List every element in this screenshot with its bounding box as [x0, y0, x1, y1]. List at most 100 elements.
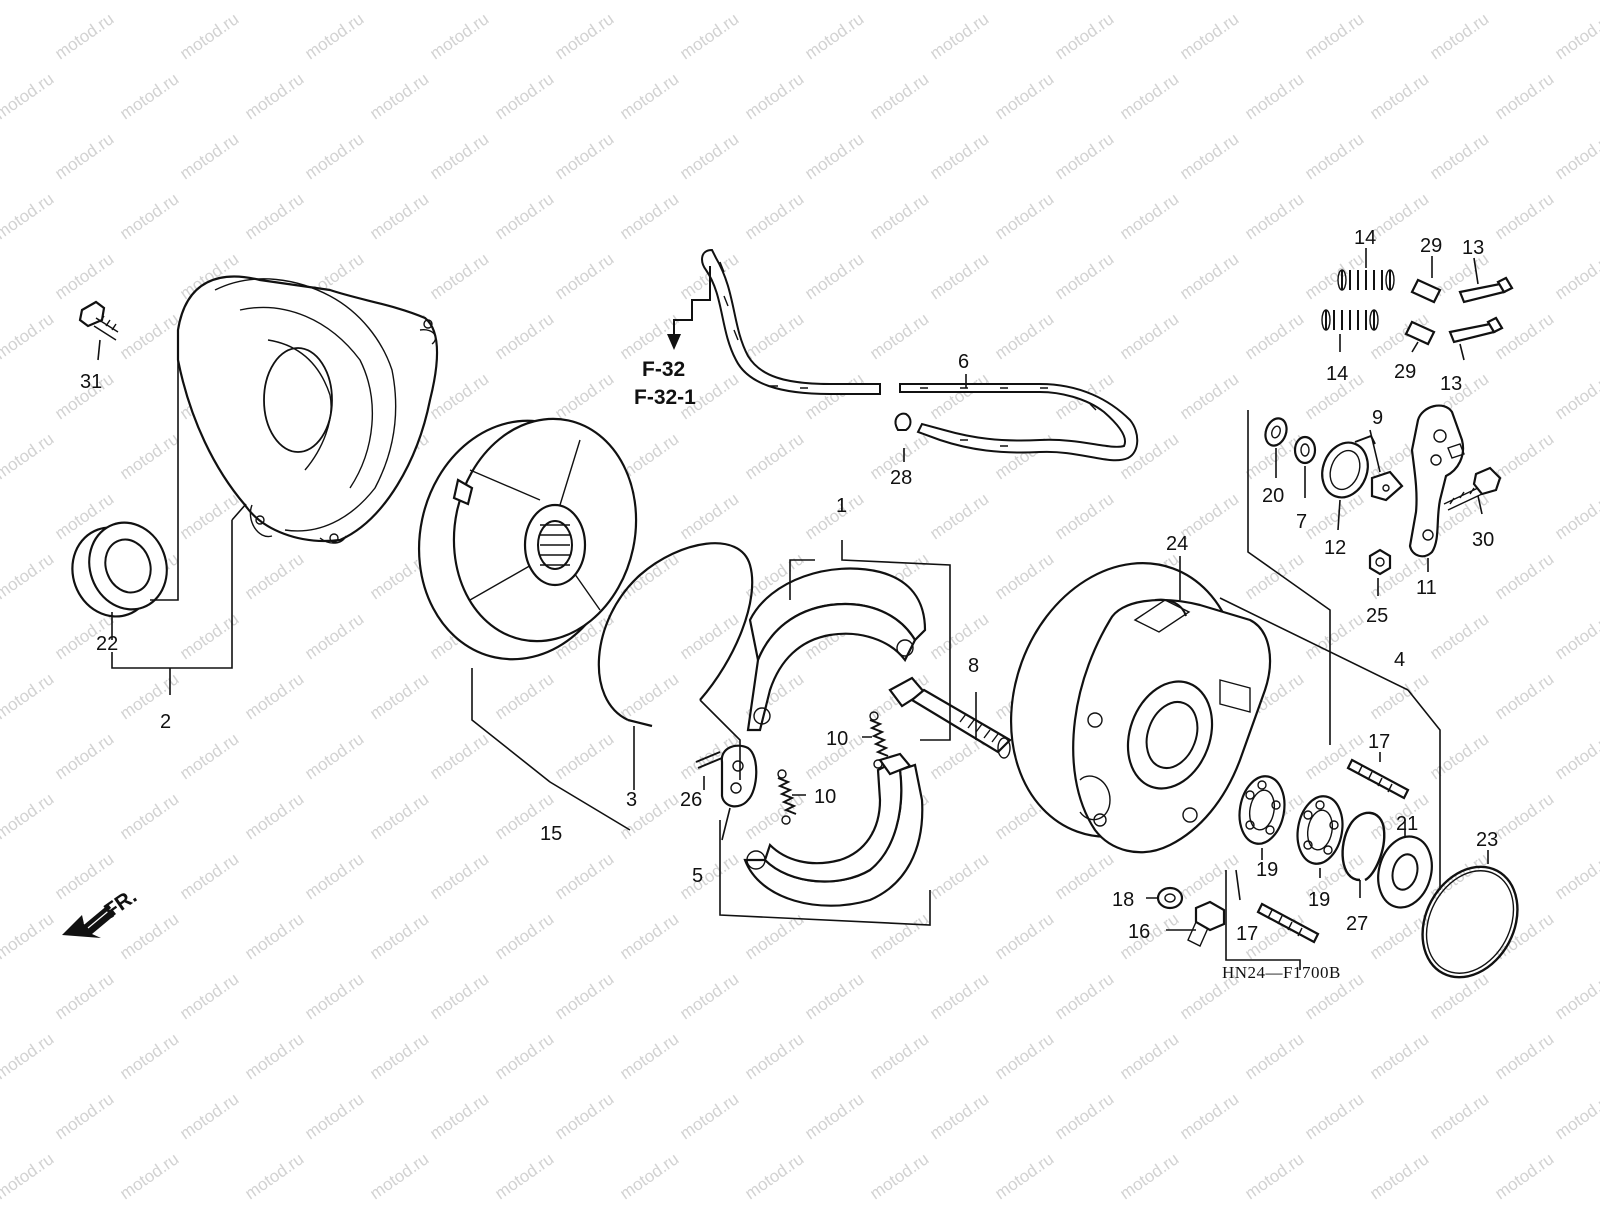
watermark-text: motod.ru	[176, 9, 242, 63]
watermark-text: motod.ru	[241, 1029, 307, 1083]
watermark-text: motod.ru	[1426, 129, 1492, 183]
watermark-text: motod.ru	[616, 1029, 682, 1083]
watermark-text: motod.ru	[1051, 249, 1117, 303]
watermark-text: motod.ru	[1301, 1089, 1367, 1143]
callout-16: 16	[1128, 921, 1150, 943]
watermark-text: motod.ru	[116, 69, 182, 123]
watermark-text: motod.ru	[1301, 729, 1367, 783]
watermark-text: motod.ru	[1051, 9, 1117, 63]
watermark-text: motod.ru	[1176, 849, 1242, 903]
watermark-text: motod.ru	[301, 969, 367, 1023]
watermark-text: motod.ru	[366, 69, 432, 123]
callout-26: 26	[680, 789, 702, 811]
watermark-text: motod.ru	[301, 609, 367, 663]
diagram-code: HN24—F1700B	[1222, 963, 1341, 982]
watermark-text: motod.ru	[1301, 609, 1367, 663]
watermark-text: motod.ru	[491, 1029, 557, 1083]
watermark-text: motod.ru	[741, 69, 807, 123]
callout-10-upper: 10	[826, 728, 848, 750]
watermark-text: motod.ru	[176, 1089, 242, 1143]
watermark-text: motod.ru	[926, 369, 992, 423]
watermark-text: motod.ru	[116, 429, 182, 483]
callout-27: 27	[1346, 913, 1368, 935]
watermark-text: motod.ru	[1551, 249, 1600, 303]
watermark-text: motod.ru	[741, 1029, 807, 1083]
watermark-text: motod.ru	[741, 429, 807, 483]
watermark-text: motod.ru	[116, 1029, 182, 1083]
watermark-text: motod.ru	[991, 429, 1057, 483]
watermark-text: motod.ru	[926, 129, 992, 183]
indicator-plate-9-icon	[1370, 470, 1404, 502]
watermark-text: motod.ru	[491, 909, 557, 963]
breather-tube-6-icon	[701, 248, 1139, 462]
spring-14b-icon	[1321, 309, 1379, 331]
watermark-text: motod.ru	[1116, 309, 1182, 363]
watermark-text: motod.ru	[1116, 1029, 1182, 1083]
watermark-text: motod.ru	[491, 669, 557, 723]
watermark-text: motod.ru	[0, 909, 57, 963]
reference-arrow-icon	[667, 266, 711, 350]
watermark-text: motod.ru	[1241, 0, 1307, 3]
stud-bolt-17b-icon	[1256, 902, 1320, 944]
watermark-text: motod.ru	[116, 309, 182, 363]
watermark-text: motod.ru	[426, 9, 492, 63]
watermark-text: motod.ru	[1176, 9, 1242, 63]
watermark-text: motod.ru	[241, 789, 307, 843]
watermark-text: motod.ru	[51, 1089, 117, 1143]
brake-panel-24-icon	[1009, 562, 1272, 854]
watermark-text: motod.ru	[301, 729, 367, 783]
watermark-text: motod.ru	[1551, 369, 1600, 423]
watermark-text: motod.ru	[991, 0, 1057, 3]
callout-13-lower: 13	[1440, 373, 1462, 395]
watermark-text: motod.ru	[1051, 489, 1117, 543]
callout-5: 5	[692, 865, 703, 887]
watermark-text: motod.ru	[551, 729, 617, 783]
watermark-text: motod.ru	[616, 909, 682, 963]
callout-labels: 1 2 3 4 5 6 7 8 9 10 10 11 12 13 13 14 1…	[80, 227, 1498, 945]
watermark-text: motod.ru	[1491, 189, 1557, 243]
watermark-text: motod.ru	[491, 0, 557, 3]
washer-7-icon	[1293, 435, 1317, 465]
callout-17-lower: 17	[1236, 923, 1258, 945]
watermark-text: motod.ru	[866, 1149, 932, 1200]
watermark-text: motod.ru	[1051, 129, 1117, 183]
watermark-text: motod.ru	[426, 129, 492, 183]
watermark-text: motod.ru	[426, 729, 492, 783]
collar-29a-icon	[1410, 278, 1442, 304]
watermark-text: motod.ru	[0, 309, 57, 363]
watermark-text: motod.ru	[1426, 729, 1492, 783]
watermark-text: motod.ru	[991, 69, 1057, 123]
watermark-text: motod.ru	[1301, 129, 1367, 183]
watermark-text: motod.ru	[1491, 789, 1557, 843]
callout-10-lower: 10	[814, 786, 836, 808]
watermark-text: motod.ru	[1176, 369, 1242, 423]
oil-seal-21-icon	[1377, 835, 1433, 909]
watermark-text: motod.ru	[51, 9, 117, 63]
pin-13b-icon	[1448, 316, 1504, 344]
watermark-text: motod.ru	[1301, 489, 1367, 543]
watermark-text: motod.ru	[991, 549, 1057, 603]
watermark-text: motod.ru	[1551, 969, 1600, 1023]
watermark-text: motod.ru	[1491, 0, 1557, 3]
watermark-text: motod.ru	[301, 849, 367, 903]
watermark-text: motod.ru	[116, 789, 182, 843]
watermark-text: motod.ru	[1366, 1029, 1432, 1083]
watermark-text: motod.ru	[866, 69, 932, 123]
watermark-text: motod.ru	[0, 0, 57, 3]
watermark-text: motod.ru	[1241, 309, 1307, 363]
callout-14-upper: 14	[1354, 227, 1376, 249]
watermark-text: motod.ru	[1426, 9, 1492, 63]
watermark-text: motod.ru	[926, 609, 992, 663]
callout-8: 8	[968, 655, 979, 677]
watermark-text: motod.ru	[551, 9, 617, 63]
wire-ring-3-icon	[597, 542, 754, 728]
brake-shoe-lower-1-icon	[743, 752, 924, 907]
watermark-text: motod.ru	[1551, 729, 1600, 783]
watermark-text: motod.ru	[176, 729, 242, 783]
bearing-19a-icon	[1238, 775, 1286, 845]
watermark-text: motod.ru	[426, 969, 492, 1023]
watermark-text: motod.ru	[866, 309, 932, 363]
anchor-plate-5-icon	[720, 744, 758, 808]
watermark-text: motod.ru	[1551, 129, 1600, 183]
